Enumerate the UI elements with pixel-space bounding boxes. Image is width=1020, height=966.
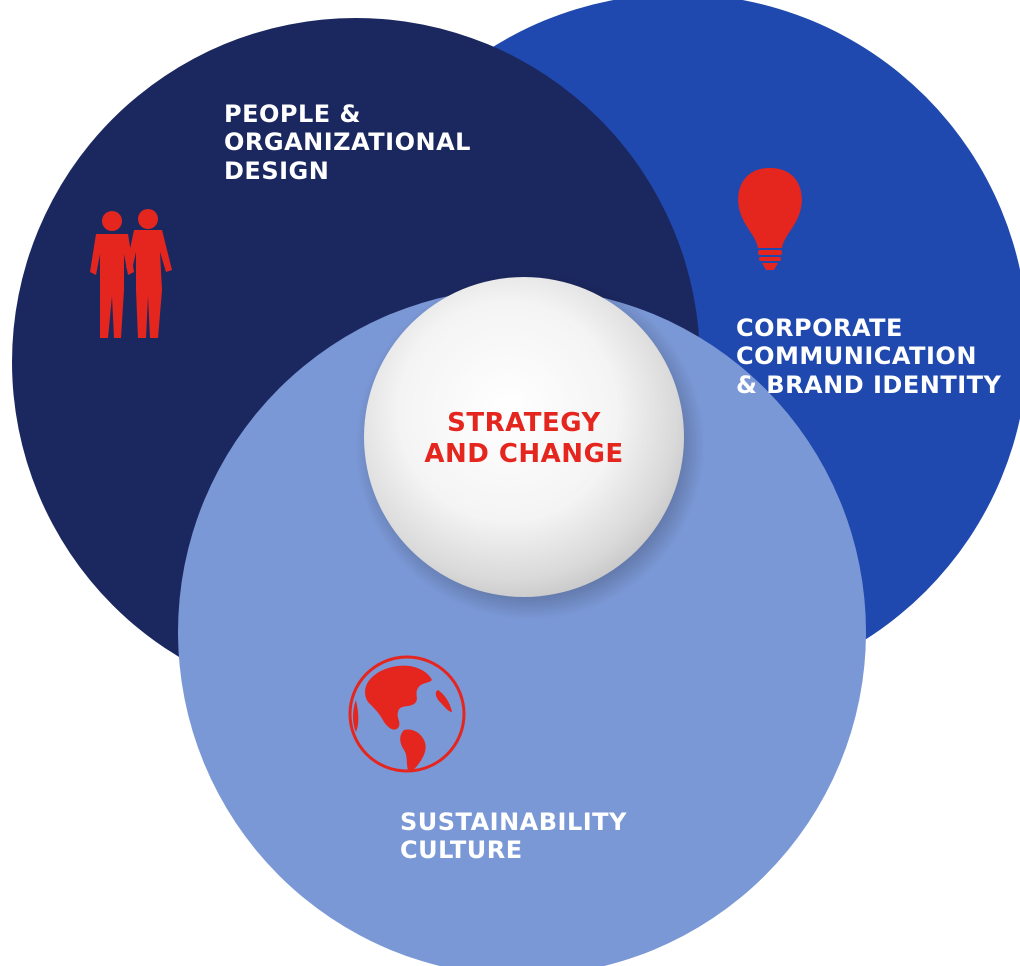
sustainability-line-2: CULTURE — [400, 836, 523, 865]
center-line-1: STRATEGY — [447, 408, 601, 438]
people-line-3: DESIGN — [224, 156, 330, 185]
people-design-label: PEOPLE & ORGANIZATIONAL DESIGN — [224, 100, 471, 185]
center-line-2: AND CHANGE — [424, 438, 624, 469]
corporate-line-2: COMMUNICATION — [736, 342, 977, 371]
lightbulb-icon — [738, 168, 802, 270]
center-circle — [364, 277, 684, 597]
people-line-2: ORGANIZATIONAL — [224, 128, 471, 157]
corporate-line-3: & BRAND IDENTITY — [736, 370, 1002, 399]
people-icon — [90, 209, 172, 338]
corporate-line-1: CORPORATE — [736, 314, 903, 342]
strategy-change-label: STRATEGY AND CHANGE — [384, 408, 664, 469]
people-line-1: PEOPLE & — [224, 100, 361, 128]
globe-icon — [348, 655, 466, 773]
sustainability-line-1: SUSTAINABILITY — [400, 808, 627, 836]
sustainability-culture-label: SUSTAINABILITY CULTURE — [400, 808, 627, 865]
corporate-communication-label: CORPORATE COMMUNICATION & BRAND IDENTITY — [736, 314, 1001, 399]
